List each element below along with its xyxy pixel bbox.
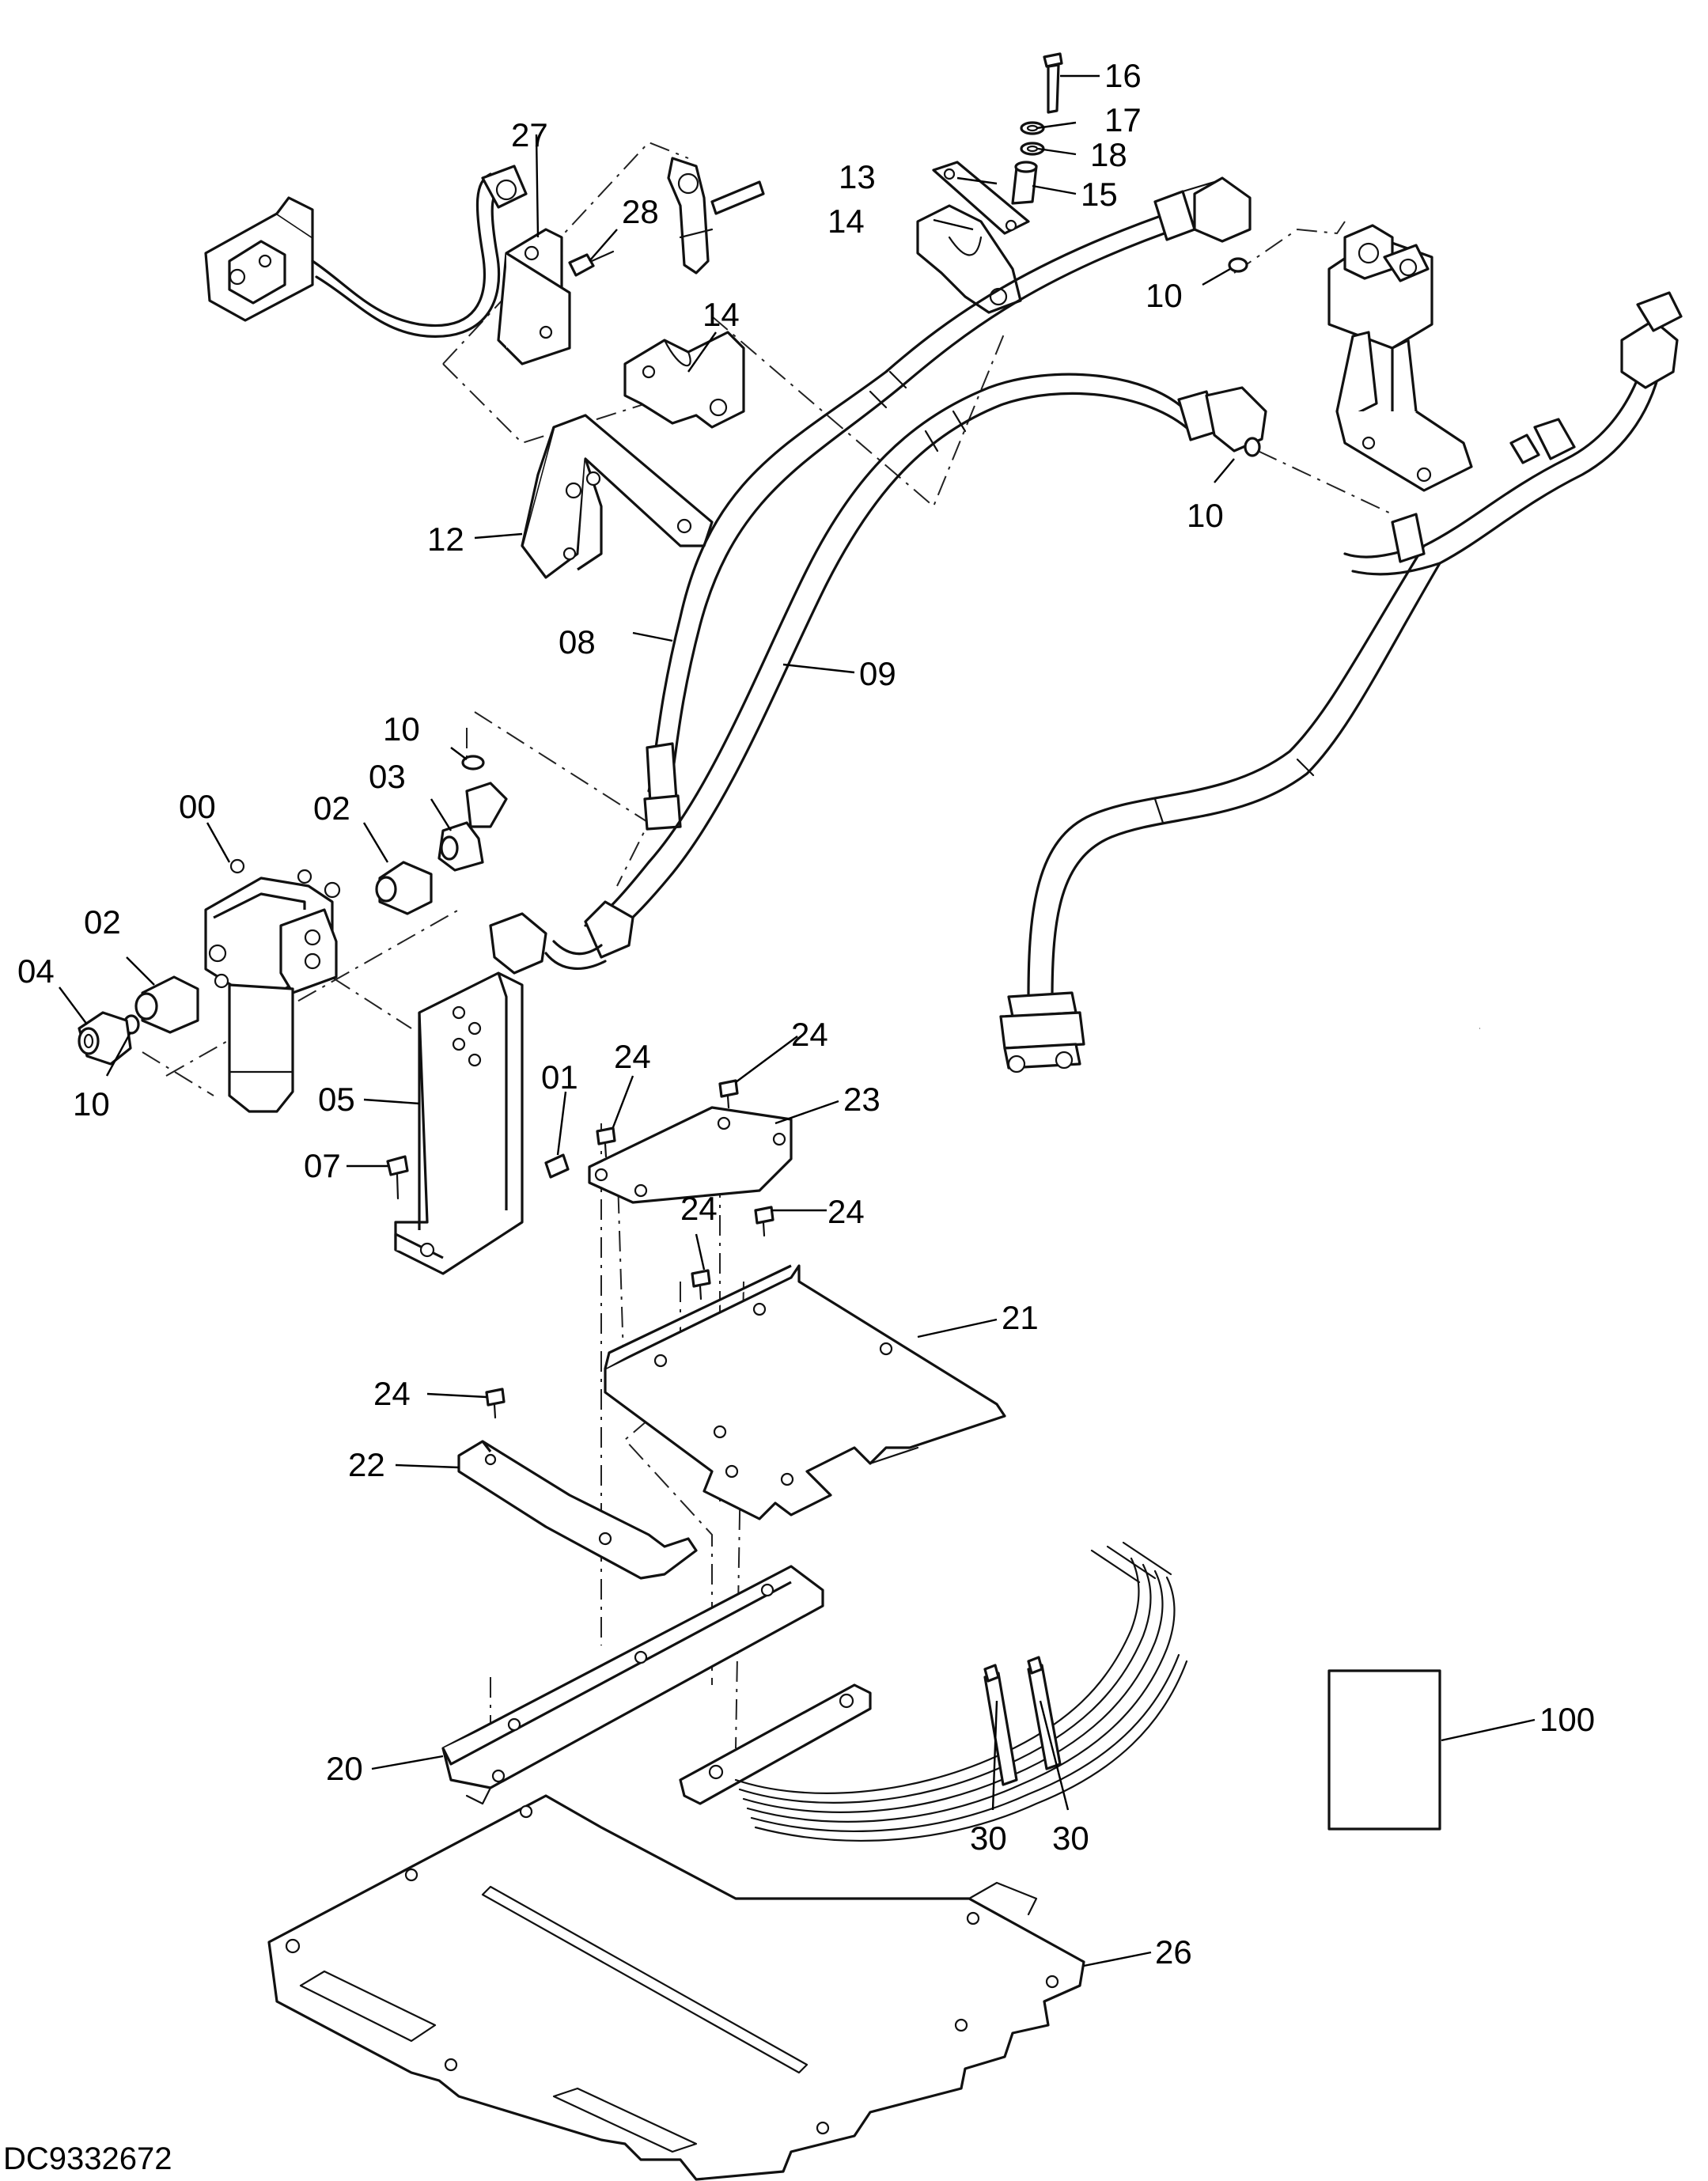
bolt-24-a	[718, 1079, 739, 1109]
bolt-16	[1043, 52, 1063, 114]
hose-08	[643, 176, 1252, 831]
upper-fitting	[667, 157, 765, 275]
callout-24-d: 24	[827, 1193, 865, 1230]
bolt-28	[568, 250, 615, 277]
clamp-13	[932, 161, 1030, 235]
callout-15: 15	[1081, 176, 1118, 213]
document-box-100	[1327, 1669, 1441, 1831]
bolt-24-d	[691, 1269, 711, 1301]
callout-10-middle: 10	[383, 710, 420, 748]
bolt-07	[386, 1155, 409, 1200]
callout-17: 17	[1104, 101, 1142, 138]
callout-07: 07	[304, 1147, 341, 1184]
callout-30-a: 30	[970, 1819, 1007, 1857]
callout-24-a: 24	[614, 1038, 651, 1075]
filter-00	[204, 858, 341, 1113]
callout-24-b: 24	[791, 1016, 828, 1053]
callout-14-upper: 14	[827, 203, 865, 240]
callout-22: 22	[348, 1446, 385, 1483]
callout-12: 12	[427, 521, 464, 558]
bolt-01	[544, 1153, 570, 1179]
callout-13: 13	[839, 158, 876, 195]
callout-02-right: 02	[313, 789, 350, 827]
callout-20: 20	[326, 1750, 363, 1787]
callout-01: 01	[541, 1058, 578, 1096]
bracket-05	[394, 971, 524, 1275]
callout-26: 26	[1155, 1933, 1192, 1971]
callout-04: 04	[17, 952, 55, 990]
callout-24-e: 24	[373, 1375, 411, 1412]
upper-left-valve-assembly	[204, 165, 528, 338]
assembly-dash-lines	[142, 141, 1393, 1764]
bracket-27	[497, 228, 571, 365]
fitting-02-left	[134, 975, 199, 1034]
callout-05: 05	[318, 1081, 355, 1118]
bolt-24-e	[485, 1388, 506, 1419]
o-ring-10-middle	[461, 755, 485, 771]
callout-16: 16	[1104, 57, 1142, 94]
callout-00: 00	[179, 788, 216, 825]
drawing-code: DC9332672	[3, 2141, 172, 2176]
callout-23: 23	[843, 1081, 881, 1118]
clamp-14-lower	[623, 331, 745, 429]
bracket-12	[521, 414, 714, 579]
callout-02-left: 02	[84, 903, 121, 941]
callout-30-b: 30	[1052, 1819, 1089, 1857]
plate-23	[588, 1106, 793, 1204]
callout-24-c: 24	[680, 1190, 718, 1227]
fitting-02-right	[375, 861, 433, 915]
hose-09	[489, 373, 1267, 975]
right-pipe	[999, 291, 1683, 1073]
bracket-22	[457, 1440, 698, 1580]
callout-labels: 27 28 13 14 14 12 16 17 18 15 10 10 08 0…	[3, 57, 1595, 2176]
callout-08: 08	[559, 623, 596, 661]
callout-18: 18	[1090, 136, 1127, 173]
floor-plate-26	[267, 1794, 1085, 2181]
callout-21: 21	[1002, 1299, 1039, 1336]
plate-21	[604, 1264, 1006, 1520]
spacer-15	[1011, 161, 1038, 205]
callout-100: 100	[1539, 1701, 1595, 1738]
callout-10-right: 10	[1187, 497, 1224, 534]
bolt-24-b	[596, 1126, 616, 1158]
callout-27: 27	[511, 116, 548, 153]
callout-03: 03	[369, 758, 406, 795]
callout-14-lower: 14	[703, 296, 740, 333]
bolt-24-c	[754, 1206, 774, 1237]
callout-09: 09	[859, 655, 896, 692]
wire-harness	[679, 1541, 1188, 1842]
callout-10-left: 10	[73, 1085, 110, 1123]
elbow-03	[437, 782, 508, 872]
leader-lines	[59, 74, 1536, 1967]
o-ring-10-right	[1244, 437, 1261, 457]
right-valve-assembly	[1327, 224, 1473, 492]
rail-20	[441, 1565, 824, 1805]
callout-28: 28	[622, 193, 659, 230]
elbow-04	[78, 1011, 132, 1066]
callout-10-upper-right: 10	[1146, 277, 1183, 314]
o-ring-10-upper-right	[1228, 257, 1248, 273]
